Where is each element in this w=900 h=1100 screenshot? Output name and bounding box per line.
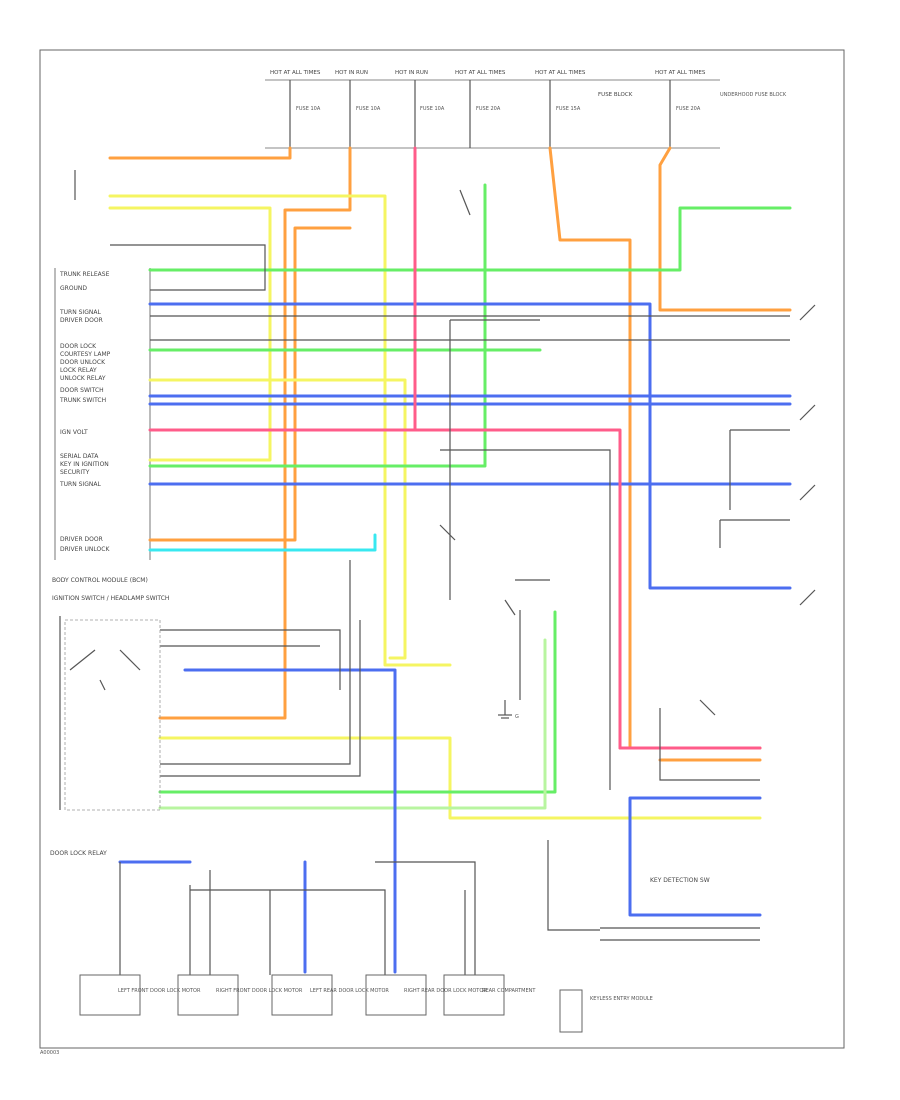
fuse-header-label: HOT AT ALL TIMES xyxy=(455,70,506,76)
connector-label: SERIAL DATA xyxy=(60,453,99,460)
wire-black xyxy=(160,629,341,690)
connector-label: IGN VOLT xyxy=(60,429,88,436)
connector-label: BODY CONTROL MODULE (BCM) xyxy=(52,577,148,584)
wire-orange xyxy=(658,146,792,312)
connector-label: TURN SIGNAL xyxy=(59,309,101,316)
wire-black xyxy=(719,519,790,548)
wire-green xyxy=(158,610,557,794)
wire-green xyxy=(158,638,547,810)
wire-yellow xyxy=(108,206,272,462)
wire-black xyxy=(160,620,361,777)
wire-orange xyxy=(148,226,352,542)
wire-orange xyxy=(548,146,762,750)
connector-label: DOOR UNLOCK xyxy=(60,359,106,366)
connector-label: LOCK RELAY xyxy=(60,367,97,374)
fuse-label: FUSE 10A xyxy=(296,106,321,112)
connector-label: TURN SIGNAL xyxy=(59,481,101,488)
wire-orange xyxy=(158,146,352,720)
wire-black xyxy=(659,708,760,781)
wire-black xyxy=(160,560,351,765)
wire-green xyxy=(148,206,792,272)
ignition-switch: IGNITION SWITCH / HEADLAMP SWITCH xyxy=(52,595,169,811)
connector-label: DRIVER DOOR xyxy=(60,317,103,324)
fuse-label: FUSE BLOCK xyxy=(598,92,633,98)
fuse-column xyxy=(289,80,671,148)
keyless-module-box xyxy=(559,989,583,1033)
connector-label: TRUNK RELEASE xyxy=(59,271,110,278)
fuse-header-label: HOT IN RUN xyxy=(395,70,428,76)
wire-yellow xyxy=(148,378,407,660)
fuse-label: FUSE 20A xyxy=(676,106,701,112)
wire-blue xyxy=(148,302,792,590)
switch-symbol xyxy=(439,189,816,716)
fuse-header-label: HOT AT ALL TIMES xyxy=(655,70,706,76)
lock-motor-label: REAR COMPARTMENT xyxy=(482,988,536,994)
wire-pink xyxy=(148,428,622,750)
connector-label: TRUNK SWITCH xyxy=(59,397,106,404)
fuse-header-label: HOT AT ALL TIMES xyxy=(270,70,321,76)
fuse-label: FUSE 20A xyxy=(476,106,501,112)
connector-label: KEY IN IGNITION xyxy=(60,461,109,468)
lock-motor-label: RIGHT FRONT DOOR LOCK MOTOR xyxy=(216,988,303,994)
wire-black xyxy=(110,244,266,291)
fuse-header-label: HOT AT ALL TIMES xyxy=(535,70,586,76)
connector-label: UNLOCK RELAY xyxy=(60,375,106,382)
connector-label: GROUND xyxy=(60,285,87,292)
svg-text:G: G xyxy=(515,714,519,720)
wire-blue xyxy=(628,796,762,917)
lock-motor-label: RIGHT REAR DOOR LOCK MOTOR xyxy=(404,988,487,994)
fuse-label: FUSE 15A xyxy=(556,106,581,112)
lock-motor-row xyxy=(79,974,505,1016)
diagram-footer: A00003 xyxy=(40,1050,59,1056)
wire-yellow xyxy=(158,736,762,820)
connector-label: DRIVER UNLOCK xyxy=(60,546,110,553)
wire-black xyxy=(729,429,790,510)
lock-motor-label: LEFT FRONT DOOR LOCK MOTOR xyxy=(118,988,201,994)
lock-motor-label: LEFT REAR DOOR LOCK MOTOR xyxy=(310,988,389,994)
ground-symbol: G xyxy=(498,700,519,720)
wire-black xyxy=(190,889,386,975)
connector-label: DOOR LOCK xyxy=(60,343,97,350)
fuse-label: UNDERHOOD FUSE BLOCK xyxy=(720,92,787,98)
wire-orange xyxy=(108,146,292,160)
ignition-switch-label: IGNITION SWITCH / HEADLAMP SWITCH xyxy=(52,595,169,602)
wire-green xyxy=(148,183,487,468)
fuse-label: FUSE 10A xyxy=(356,106,381,112)
wire-black xyxy=(547,840,600,931)
diagram-border xyxy=(39,49,845,1049)
door-lock-relay-label: DOOR LOCK RELAY xyxy=(50,850,107,857)
wire-black xyxy=(440,449,611,790)
connector-label: DRIVER DOOR xyxy=(60,536,103,543)
fuse-header-label: HOT IN RUN xyxy=(335,70,368,76)
wire-cyan xyxy=(148,533,377,552)
connector-label: COURTESY LAMP xyxy=(60,351,111,358)
wire-blue xyxy=(183,668,397,974)
wire-black xyxy=(375,861,476,975)
key-detection-label: KEY DETECTION SW xyxy=(650,877,710,884)
left-connector: TRUNK RELEASE GROUND TURN SIGNAL DRIVER … xyxy=(52,268,151,584)
fuse-label: FUSE 10A xyxy=(420,106,445,112)
fuse-block: HOT AT ALL TIMES HOT IN RUN HOT IN RUN H… xyxy=(265,70,787,149)
keyless-module-label: KEYLESS ENTRY MODULE xyxy=(590,996,653,1002)
connector-label: SECURITY xyxy=(60,469,90,476)
connector-label: DOOR SWITCH xyxy=(60,387,104,394)
